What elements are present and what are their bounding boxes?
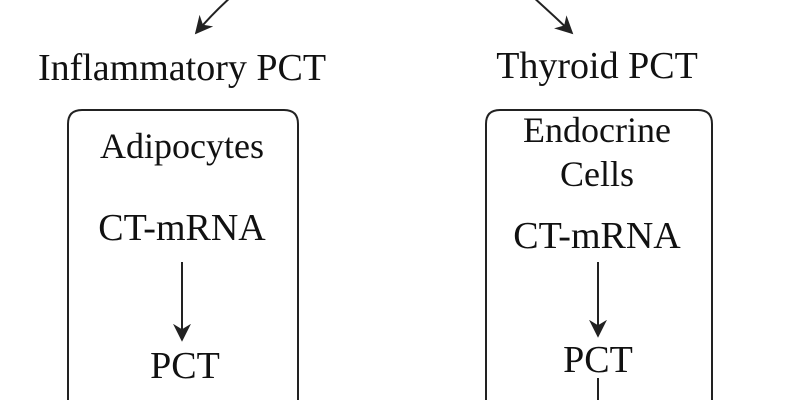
arrow-to-inflammatory-pct (194, 0, 230, 35)
arrow-to-thyroid-pct (534, 0, 574, 35)
endocrine-cells-box (485, 109, 713, 400)
adipocytes-label: Adipocytes (100, 126, 264, 166)
endocrine-label-line2: Cells (560, 154, 634, 194)
adipocytes-box (67, 109, 299, 400)
right-ct-mrna-label: CT-mRNA (513, 215, 681, 257)
thyroid-pct-title: Thyroid PCT (496, 45, 698, 87)
endocrine-label-line1: Endocrine (523, 110, 671, 150)
left-ct-mrna-label: CT-mRNA (98, 207, 266, 249)
left-pct-label: PCT (150, 345, 220, 387)
right-pct-label: PCT (563, 339, 633, 381)
inflammatory-pct-title: Inflammatory PCT (38, 47, 326, 89)
